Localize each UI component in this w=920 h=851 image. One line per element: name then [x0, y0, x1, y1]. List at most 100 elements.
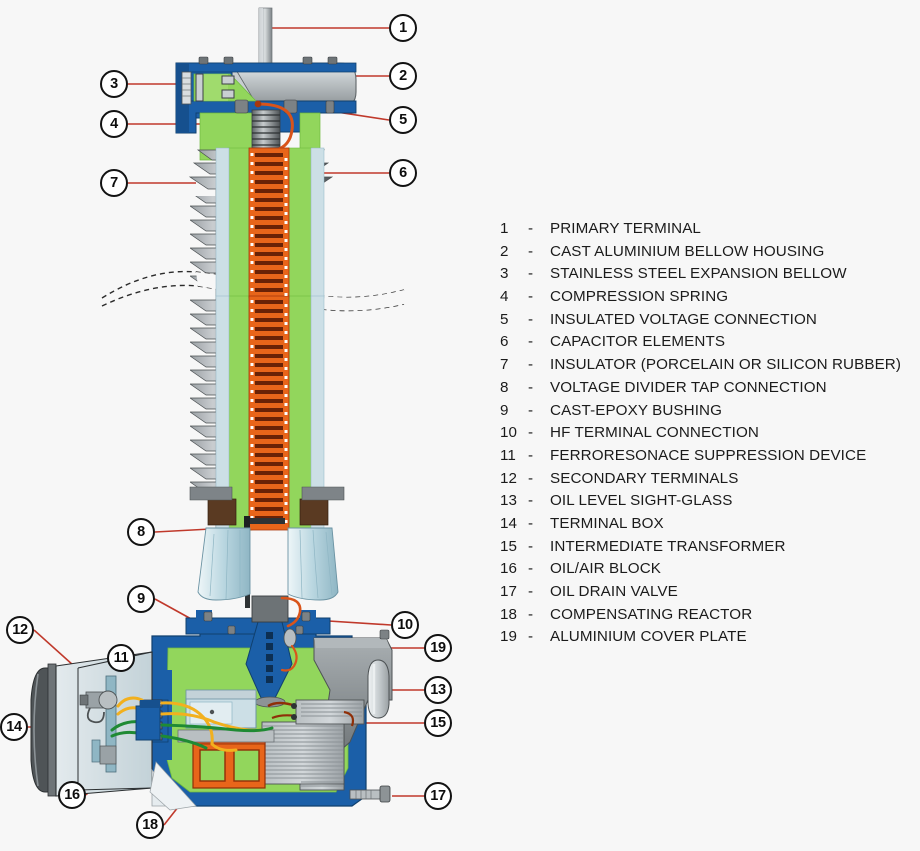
- legend-label: CAPACITOR ELEMENTS: [550, 333, 726, 351]
- legend-label: HF TERMINAL CONNECTION: [550, 424, 759, 442]
- legend-label: TERMINAL BOX: [550, 514, 664, 532]
- legend-row: 11-FERRORESONACE SUPPRESSION DEVICE: [500, 447, 920, 470]
- legend-label: PRIMARY TERMINAL: [550, 220, 701, 237]
- legend-separator: -: [528, 469, 534, 487]
- tank-base-skirt-2: [149, 761, 197, 811]
- oil-drain-valve: [349, 785, 391, 803]
- callout-marker-12[interactable]: 12: [6, 616, 34, 644]
- legend-separator: -: [528, 242, 534, 260]
- legend-row: 4 -COMPRESSION SPRING: [500, 288, 920, 311]
- legend-row: 3-STAINLESS STEEL EXPANSION BELLOW: [500, 265, 920, 288]
- ferroresonance-suppression-device: [185, 689, 257, 729]
- legend-separator: -: [528, 560, 534, 578]
- callout-marker-18[interactable]: 18: [136, 811, 164, 839]
- insulated-voltage-connection-wire: [256, 102, 294, 152]
- legend-number: 19: [500, 628, 518, 646]
- callout-marker-7[interactable]: 7: [100, 169, 128, 197]
- callout-marker-5[interactable]: 5: [389, 106, 417, 134]
- legend-separator: -: [528, 514, 534, 532]
- callout-marker-3[interactable]: 3: [100, 70, 128, 98]
- callout-marker-10[interactable]: 10: [391, 611, 419, 639]
- legend-label: SECONDARY TERMINALS: [550, 469, 739, 487]
- legend-label: ALUMINIUM COVER PLATE: [550, 628, 747, 646]
- cast-epoxy-bushing: [189, 486, 345, 601]
- callout-marker-9[interactable]: 9: [127, 585, 155, 613]
- callout-marker-17[interactable]: 17: [424, 782, 452, 810]
- legend-separator: -: [528, 424, 534, 442]
- legend-number: 15: [500, 537, 518, 555]
- legend-number: 4: [500, 288, 509, 306]
- legend-number: 11: [500, 446, 516, 464]
- legend-row: 8-VOLTAGE DIVIDER TAP CONNECTION: [500, 379, 920, 402]
- legend-number: 7: [500, 356, 509, 374]
- callout-marker-6[interactable]: 6: [389, 159, 417, 187]
- callout-marker-4[interactable]: 4: [100, 110, 128, 138]
- legend-label: INSULATED VOLTAGE CONNECTION: [550, 310, 817, 328]
- legend-row: 1-PRIMARY TERMINAL: [500, 220, 920, 243]
- legend-label: INSULATOR (PORCELAIN OR SILICON RUBBER): [550, 356, 902, 374]
- legend-row: 2 -CAST ALUMINIUM BELLOW HOUSING: [500, 243, 920, 266]
- compression-spring: [251, 109, 281, 149]
- callout-marker-11[interactable]: 11: [107, 644, 135, 672]
- legend-label: CAST-EPOXY BUSHING: [550, 401, 722, 419]
- callout-marker-19[interactable]: 19: [424, 634, 452, 662]
- callout-marker-13[interactable]: 13: [424, 676, 452, 704]
- legend-number: 9: [500, 401, 509, 419]
- legend-number: 12: [500, 469, 518, 487]
- oil-level-sight-glass: [367, 659, 390, 719]
- legend-separator: -: [528, 583, 534, 600]
- hf-terminal-connection: [251, 595, 302, 672]
- capacitor-elements: [248, 147, 290, 531]
- legend-label: INTERMEDIATE TRANSFORMER: [550, 537, 786, 555]
- callout-marker-15[interactable]: 15: [424, 709, 452, 737]
- callout-marker-16[interactable]: 16: [58, 781, 86, 809]
- secondary-terminals: [79, 675, 118, 773]
- legend-label: CAST ALUMINIUM BELLOW HOUSING: [550, 242, 825, 260]
- legend-row: 6-CAPACITOR ELEMENTS: [500, 333, 920, 356]
- primary-terminal: [258, 7, 273, 64]
- legend-label: STAINLESS STEEL EXPANSION BELLOW: [550, 265, 847, 283]
- legend-row: 16-OIL/AIR BLOCK: [500, 560, 920, 583]
- legend-row: 12-SECONDARY TERMINALS: [500, 470, 920, 493]
- legend-separator: -: [528, 310, 534, 328]
- legend-row: 15-INTERMEDIATE TRANSFORMER: [500, 538, 920, 561]
- tank-bolts: [203, 611, 311, 635]
- legend-label: OIL/AIR BLOCK: [550, 560, 662, 578]
- legend-number: 2: [500, 242, 509, 260]
- legend-separator: -: [528, 492, 534, 510]
- housing-bolts: [198, 56, 338, 114]
- legend-separator: -: [528, 288, 534, 306]
- intermediate-transformer: [261, 699, 365, 791]
- legend-label: COMPENSATING REACTOR: [550, 605, 753, 623]
- callout-marker-14[interactable]: 14: [0, 713, 28, 741]
- legend-number: 16: [500, 560, 518, 578]
- expansion-bellow: [181, 71, 192, 105]
- legend-separator: -: [528, 628, 534, 646]
- legend-separator: -: [528, 378, 534, 396]
- legend-label: COMPRESSION SPRING: [550, 288, 729, 306]
- terminal-box: [30, 651, 153, 797]
- legend-row: 7 -INSULATOR (PORCELAIN OR SILICON RUBBER…: [500, 356, 920, 379]
- legend-number: 10: [500, 424, 518, 442]
- legend-row: 18-COMPENSATING REACTOR: [500, 606, 920, 629]
- legend-separator: -: [528, 265, 534, 283]
- legend-row: 10-HF TERMINAL CONNECTION: [500, 424, 920, 447]
- legend-separator: -: [528, 537, 534, 555]
- callout-marker-2[interactable]: 2: [389, 62, 417, 90]
- legend-row: 17-OIL DRAIN VALVE: [500, 583, 920, 606]
- legend-row: 9-CAST-EPOXY BUSHING: [500, 402, 920, 425]
- callout-marker-8[interactable]: 8: [127, 518, 155, 546]
- legend-number: 6: [500, 333, 509, 351]
- legend-label: FERRORESONACE SUPPRESSION DEVICE: [550, 446, 867, 464]
- legend-number: 18: [500, 605, 518, 623]
- legend-number: 17: [500, 583, 518, 600]
- legend-number: 13: [500, 492, 518, 510]
- callout-marker-1[interactable]: 1: [389, 14, 417, 42]
- legend-separator: -: [528, 356, 534, 374]
- legend-separator: -: [528, 220, 534, 237]
- legend-number: 14: [500, 514, 518, 532]
- legend-row: 14-TERMINAL BOX: [500, 515, 920, 538]
